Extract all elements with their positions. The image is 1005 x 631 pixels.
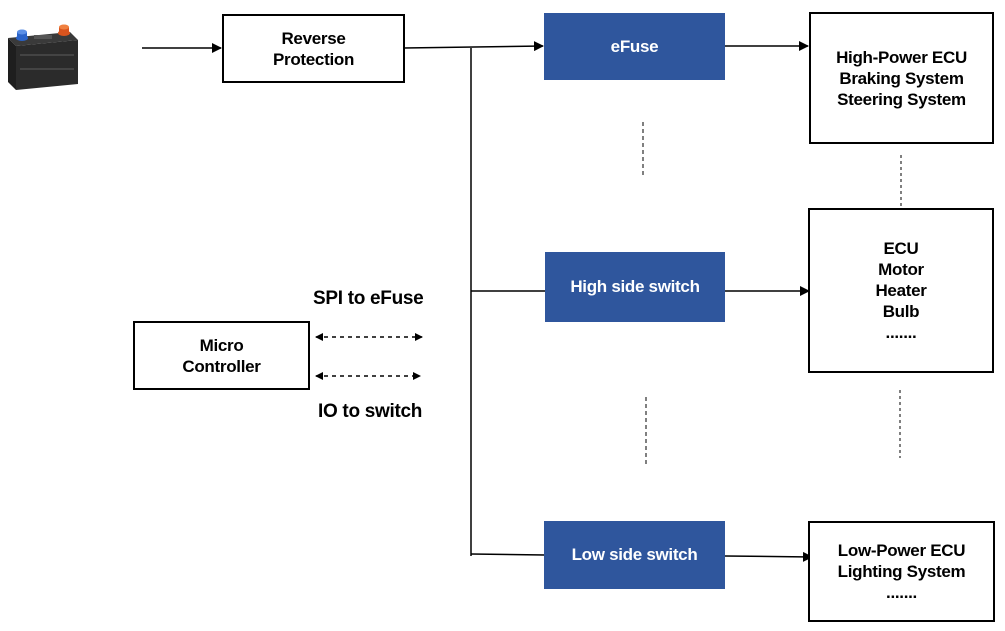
- battery-icon: [8, 24, 78, 90]
- low-side-switch-label: Low side switch: [571, 545, 698, 564]
- low-side-switch-block: Low side switch: [544, 521, 725, 589]
- io-label: IO to switch: [318, 401, 423, 422]
- high-power-line2: Braking System: [839, 68, 964, 88]
- loads-line2: Motor: [878, 260, 924, 279]
- high-power-ecu-block: High-Power ECU Braking System Steering S…: [809, 12, 994, 144]
- loads-line1: ECU: [883, 239, 919, 258]
- loads-line3: Heater: [875, 281, 927, 300]
- low-power-line1: Low-Power ECU: [837, 541, 966, 560]
- lss-output-wire: [724, 551, 813, 562]
- loads-line5: .......: [885, 323, 917, 342]
- loads-line4: Bulb: [882, 302, 920, 321]
- high-side-switch-label: High side switch: [570, 277, 700, 296]
- efuse-label: eFuse: [610, 36, 659, 56]
- micro-line2: Controller: [182, 356, 261, 376]
- loads-block: ECU Motor Heater Bulb .......: [808, 208, 994, 373]
- high-side-switch-block: High side switch: [545, 252, 725, 322]
- micro-line1: Micro: [199, 335, 244, 355]
- low-power-ecu-block: Low-Power ECU Lighting System .......: [808, 521, 995, 622]
- reverse-protection-line1: Reverse: [281, 28, 346, 48]
- micro-controller-block: Micro Controller: [133, 321, 310, 390]
- high-power-line3: Steering System: [837, 89, 966, 109]
- reverse-protection-line2: Protection: [272, 49, 355, 69]
- low-power-line3: .......: [886, 583, 917, 602]
- reverse-protection-block: Reverse Protection: [222, 14, 405, 83]
- efuse-block: eFuse: [544, 13, 725, 80]
- rp-to-efuse-wire: [403, 41, 544, 52]
- spi-label: SPI to eFuse: [313, 288, 424, 309]
- low-power-line2: Lighting System: [837, 562, 966, 581]
- high-power-line1: High-Power ECU: [836, 47, 967, 67]
